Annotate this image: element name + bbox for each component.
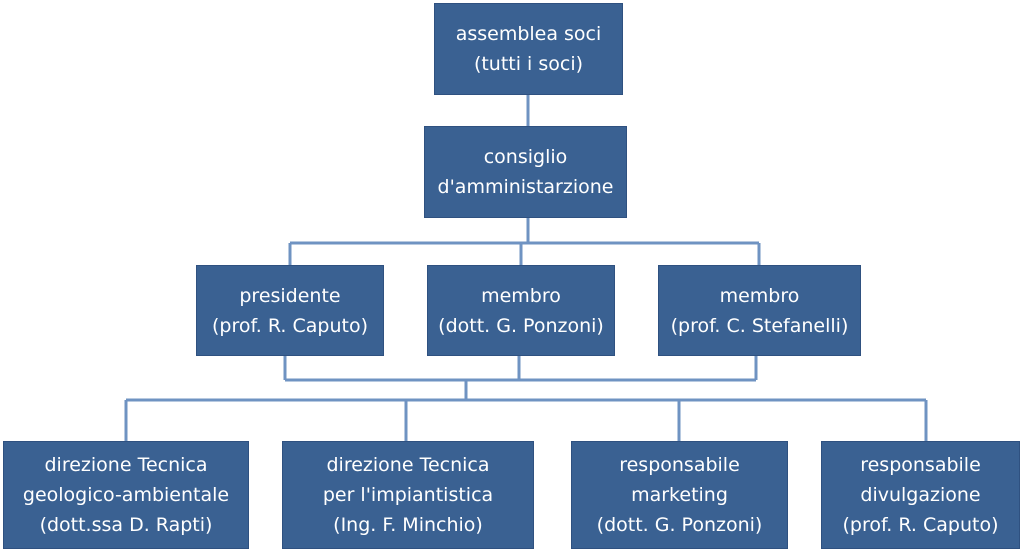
node-responsabile-marketing: responsabile marketing (dott. G. Ponzoni… [571, 441, 788, 549]
node-consiglio: consiglio d'amministarzione [424, 126, 627, 218]
node-line: direzione Tecnica [326, 454, 490, 476]
node-line: (tutti i soci) [473, 53, 584, 75]
node-line: (prof. R. Caputo) [212, 314, 368, 337]
node-line: (dott.ssa D. Rapti) [39, 514, 213, 536]
node-line: assemblea soci [455, 23, 602, 45]
node-line: presidente [239, 284, 341, 307]
node-line: direzione Tecnica [44, 454, 208, 476]
node-assemblea-soci: assemblea soci (tutti i soci) [434, 3, 623, 95]
node-line: responsabile [619, 454, 740, 476]
node-presidente: presidente (prof. R. Caputo) [196, 265, 384, 356]
node-direzione-geologico: direzione Tecnica geologico-ambientale (… [3, 441, 249, 549]
node-line: d'amministarzione [437, 176, 614, 198]
node-line: (prof. R. Caputo) [842, 514, 999, 536]
node-line: per l'impiantistica [322, 484, 494, 506]
node-membro-stefanelli: membro (prof. C. Stefanelli) [658, 265, 861, 356]
node-line: (Ing. F. Minchio) [333, 514, 483, 536]
node-line: consiglio [483, 146, 568, 168]
node-membro-ponzoni: membro (dott. G. Ponzoni) [427, 265, 615, 356]
node-line: responsabile [860, 454, 981, 476]
node-responsabile-divulgazione: responsabile divulgazione (prof. R. Capu… [821, 441, 1020, 549]
node-line: geologico-ambientale [22, 484, 230, 506]
node-line: membro [719, 284, 800, 307]
node-line: marketing [631, 484, 728, 506]
node-line: divulgazione [860, 484, 981, 506]
node-line: (dott. G. Ponzoni) [438, 314, 604, 337]
node-line: (dott. G. Ponzoni) [596, 514, 763, 536]
node-line: (prof. C. Stefanelli) [670, 314, 849, 337]
node-line: membro [481, 284, 561, 307]
node-direzione-impiantistica: direzione Tecnica per l'impiantistica (I… [282, 441, 534, 549]
